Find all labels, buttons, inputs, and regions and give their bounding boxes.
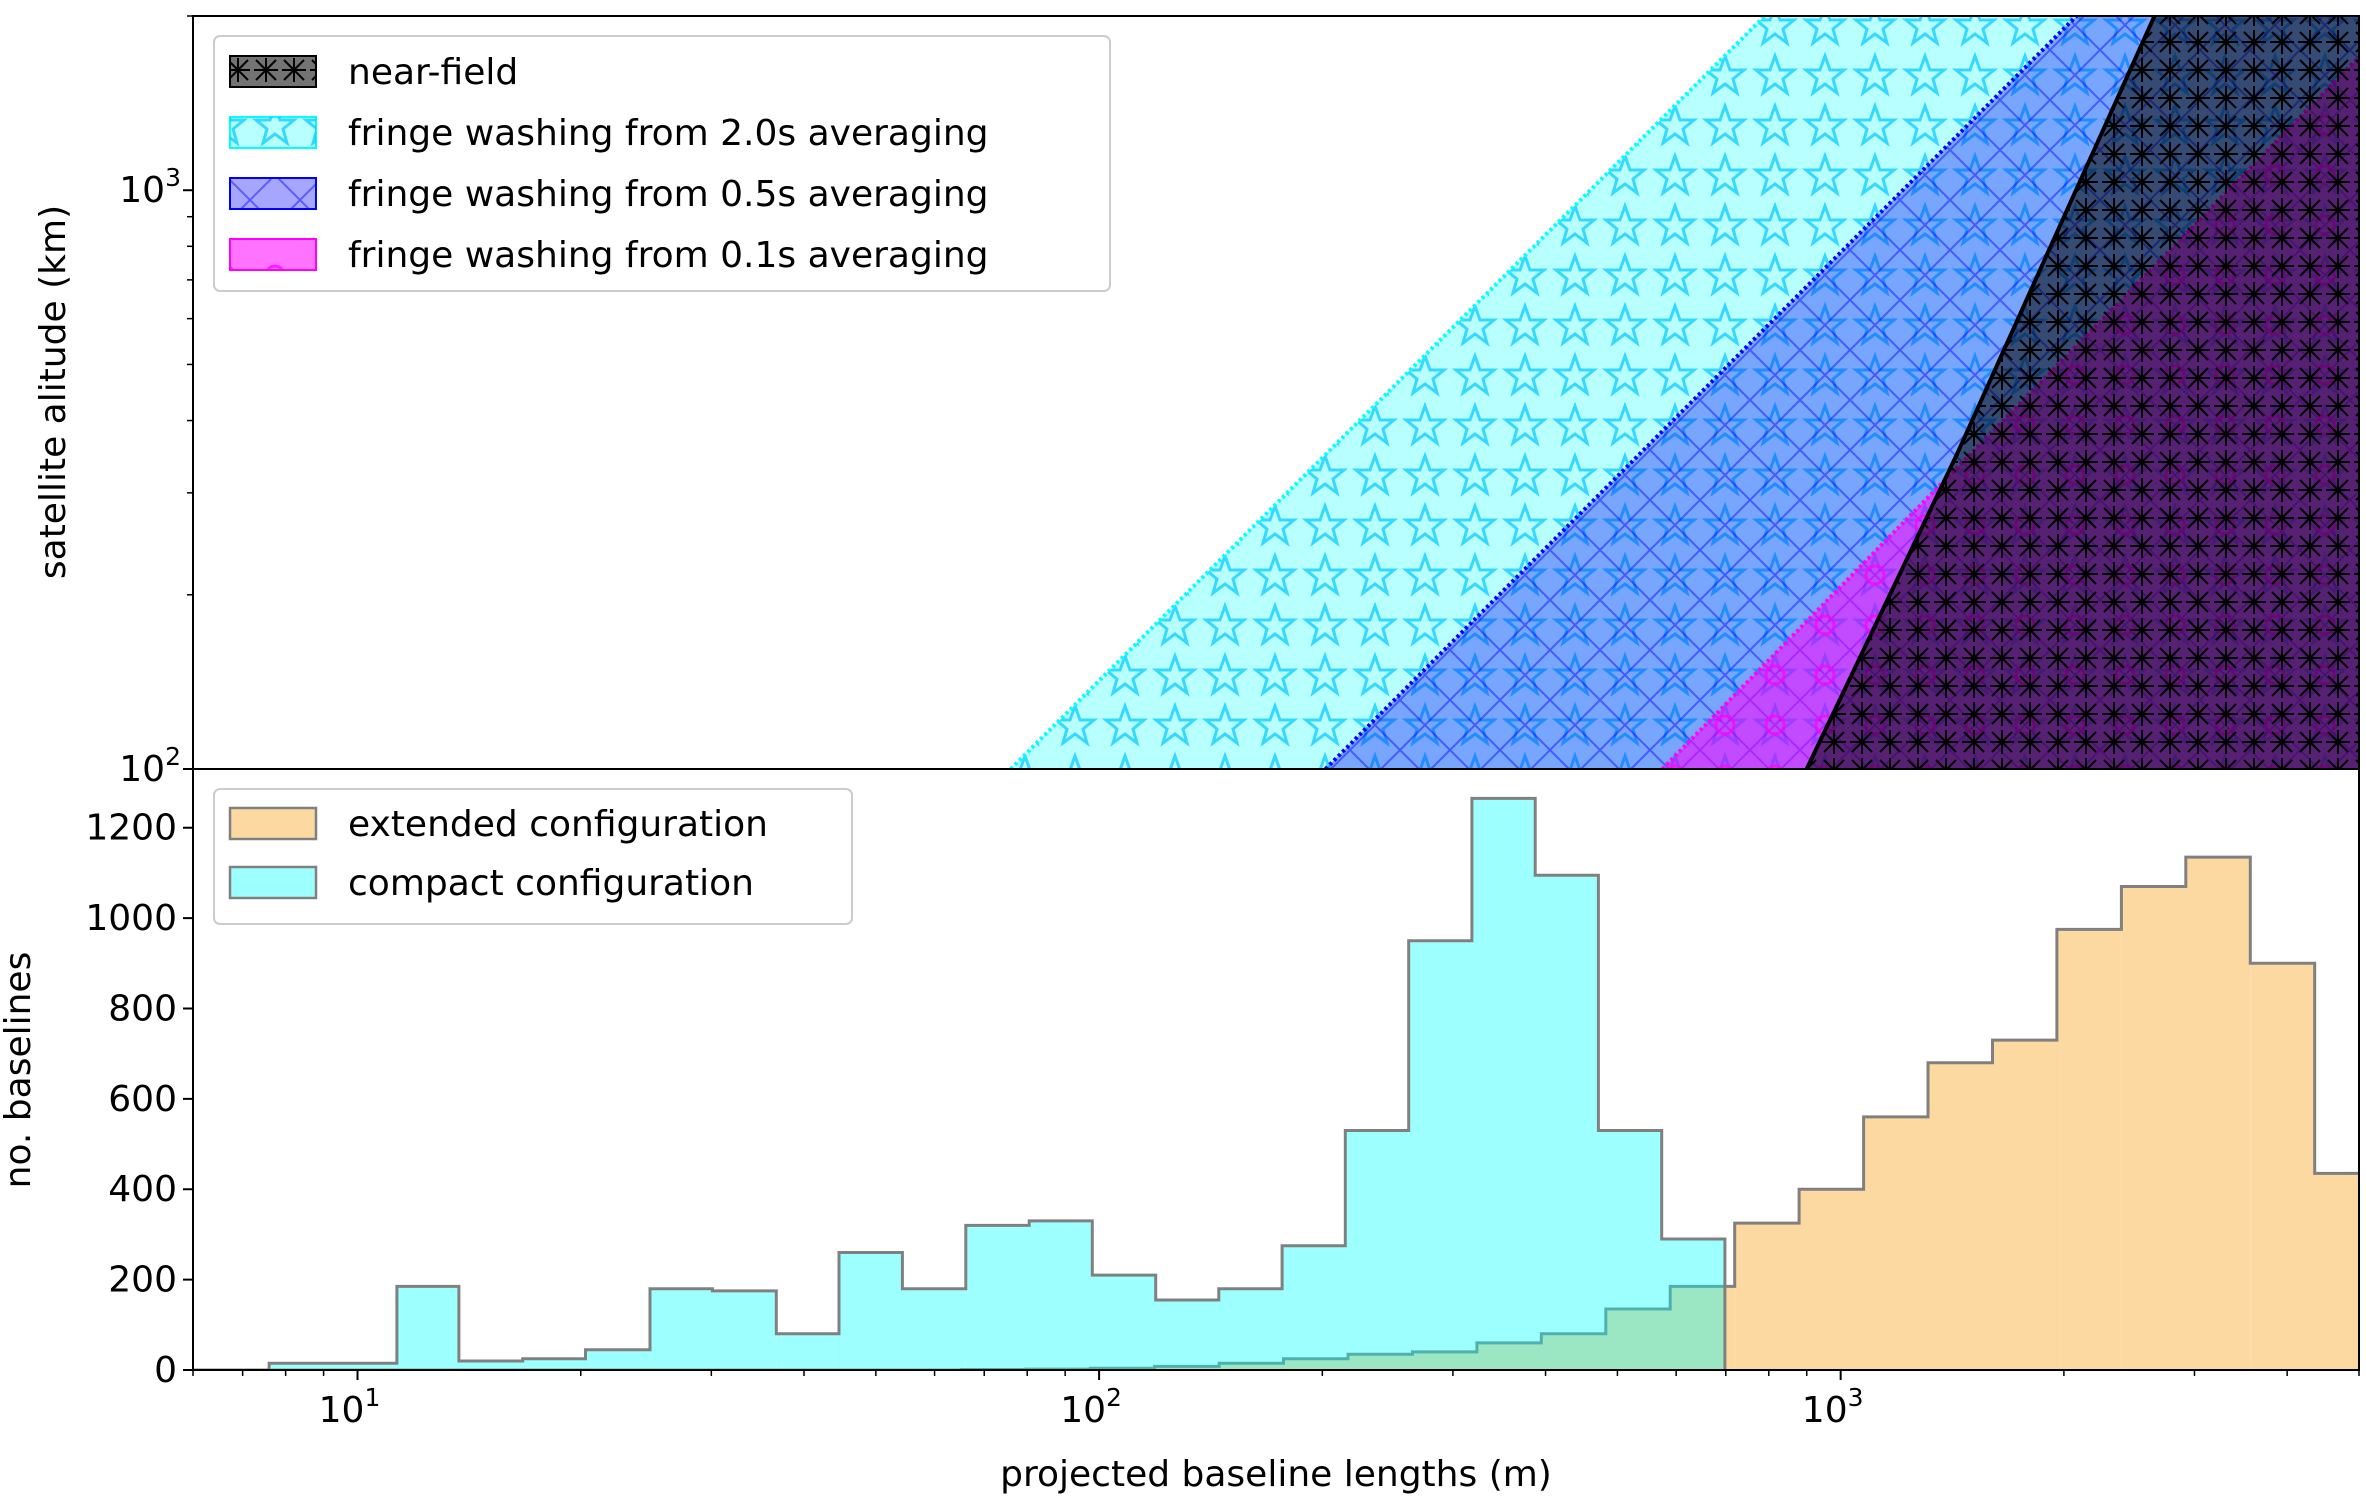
histogram-bar <box>1476 1342 1542 1370</box>
histogram-outline <box>193 855 2359 1370</box>
y-tick-label: 0 <box>154 1350 177 1391</box>
histogram-bars <box>193 796 2359 1370</box>
legend-swatch-hatch <box>230 178 316 209</box>
histogram-bar <box>1348 1354 1413 1370</box>
histogram-bar <box>1605 1309 1671 1370</box>
top-panel: 102 103 satellite alitude (km) near-field… <box>33 15 2360 790</box>
top-ylabel: satellite alitude (km) <box>33 205 74 579</box>
bottom-legend: extended configuration compact configurat… <box>213 788 853 925</box>
legend-label: compact configuration <box>348 863 754 904</box>
histogram-bar <box>1863 1116 1928 1370</box>
top-regions <box>1009 16 2359 769</box>
histogram-bar <box>1155 1300 1219 1370</box>
histogram-compact <box>267 796 1727 1370</box>
legend-swatch <box>228 806 318 841</box>
histogram-bar <box>965 1225 1030 1370</box>
histogram-bar <box>1345 1130 1409 1370</box>
x-tick-label: 102 <box>1060 1383 1122 1431</box>
histogram-bar <box>1541 1333 1606 1370</box>
legend-swatch-hatch <box>230 117 316 148</box>
region-hatch <box>1806 16 2359 769</box>
histogram-bar <box>1661 1239 1725 1370</box>
legend-entry: fringe washing from 0.5s averaging <box>229 174 989 215</box>
bottom-xlabel: projected baseline lengths (m) <box>1000 1454 1552 1495</box>
top-yticks: 102 103 <box>119 15 193 790</box>
histogram-bar <box>1992 1040 2057 1370</box>
bottom-panel: 101 102 103 0 200 400 600 800 1000 1200 projecte… <box>0 768 2360 1495</box>
y-tick-label: 400 <box>108 1169 177 1210</box>
legend-label: extended configuration <box>348 804 768 845</box>
histogram-bar <box>396 1286 459 1370</box>
legend-entry: near-field <box>229 52 518 93</box>
y-tick-label: 600 <box>108 1079 177 1120</box>
top-legend: near-field fringe washing from 2.0s avera… <box>213 35 1111 292</box>
histogram-bar <box>1412 1351 1477 1370</box>
legend-entry: extended configuration <box>228 804 768 845</box>
histogram-bar <box>712 1290 777 1370</box>
legend-entry: compact configuration <box>228 863 754 904</box>
histogram-bar <box>1282 1245 1346 1370</box>
bottom-axes-frame <box>192 768 2360 1371</box>
legend-box <box>213 35 1111 292</box>
histogram-extended <box>193 855 2359 1370</box>
y-tick-label: 1000 <box>85 898 177 939</box>
legend-label: fringe washing from 2.0s averaging <box>348 113 989 154</box>
histogram-bar <box>1283 1358 1348 1370</box>
x-tick-label: 103 <box>1802 1383 1864 1431</box>
y-tick-label: 800 <box>108 988 177 1029</box>
histogram-bar <box>1799 1189 1864 1370</box>
histogram-bar <box>2250 963 2315 1370</box>
bottom-ylabel: no. baselines <box>0 952 39 1189</box>
x-tick-label: 101 <box>319 1383 381 1431</box>
legend-swatch-hatch <box>230 239 316 270</box>
legend-label: fringe washing from 0.5s averaging <box>348 174 989 215</box>
histogram-bar <box>522 1358 586 1370</box>
histogram-bar <box>2314 1173 2359 1370</box>
legend-label: fringe washing from 0.1s averaging <box>348 235 989 276</box>
histogram-bar <box>269 1363 335 1370</box>
histogram-bar <box>1928 1062 1993 1370</box>
histogram-bar <box>334 1363 397 1370</box>
bottom-yticks: 0 200 400 600 800 1000 1200 <box>85 808 193 1391</box>
legend-label: near-field <box>348 52 518 93</box>
legend-entry: fringe washing from 2.0s averaging <box>229 113 989 154</box>
legend-swatch <box>228 865 318 900</box>
histogram-bar <box>839 1252 903 1370</box>
histogram-bar <box>1734 1223 1800 1370</box>
histogram-bar <box>1218 1288 1283 1370</box>
histogram-bar <box>902 1288 966 1370</box>
legend-box <box>213 788 853 925</box>
histogram-bar <box>1471 798 1536 1370</box>
region-star-burst <box>1804 16 2359 769</box>
histogram-bar <box>2185 857 2251 1370</box>
histogram-bar <box>1219 1363 1284 1370</box>
y-tick-label: 200 <box>108 1260 177 1301</box>
histogram-bar <box>458 1361 523 1370</box>
near-field-boundary <box>1804 16 2157 769</box>
histogram-bar <box>585 1349 650 1370</box>
histogram-bar <box>650 1288 713 1370</box>
histogram-bar <box>2056 929 2122 1370</box>
legend-entry: fringe washing from 0.1s averaging <box>229 235 989 276</box>
y-tick-label: 102 <box>119 742 181 790</box>
histogram-bar <box>1408 940 1472 1370</box>
histogram-bar <box>2121 886 2186 1370</box>
histogram-bar <box>1598 1130 1662 1370</box>
y-tick-label: 103 <box>119 163 181 211</box>
histogram-bar <box>1154 1366 1220 1370</box>
histogram-bar <box>1535 875 1599 1370</box>
histogram-bar <box>1029 1220 1093 1370</box>
histogram-bar <box>776 1333 840 1370</box>
bottom-xticks: 101 102 103 <box>192 1370 2360 1431</box>
fringe-boundary <box>1009 16 1767 769</box>
y-tick-label: 1200 <box>85 808 177 849</box>
histogram-outline <box>267 796 1727 1370</box>
histogram-bar <box>1092 1275 1156 1370</box>
legend-swatch-hatch <box>230 56 316 87</box>
